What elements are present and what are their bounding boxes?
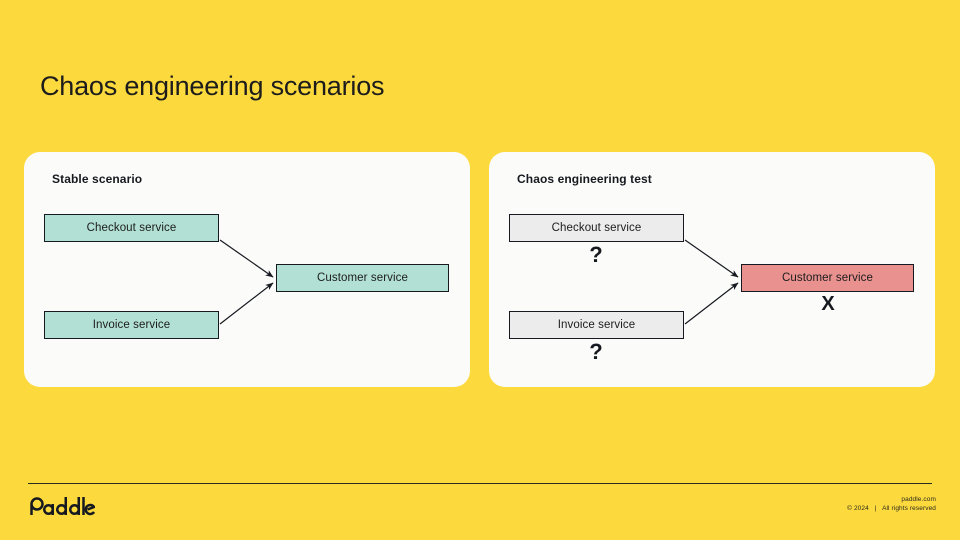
node-customer-service-chaos[interactable]: Customer service: [741, 264, 914, 292]
footer-rights: All rights reserved: [882, 504, 936, 512]
connector-arrows-stable: [219, 239, 274, 325]
paddle-wordmark-icon: [30, 497, 96, 516]
card-stable-scenario: Stable scenario Checkout service Invoice…: [24, 152, 470, 387]
node-checkout-service-stable[interactable]: Checkout service: [44, 214, 219, 242]
node-label: Customer service: [316, 272, 409, 284]
question-mark-checkout-icon: ?: [589, 242, 603, 267]
node-checkout-service-chaos[interactable]: Checkout service: [509, 214, 684, 242]
node-label: Checkout service: [551, 222, 642, 234]
footer-copyright: © 2024: [847, 504, 869, 512]
footer-site-link[interactable]: paddle.com: [901, 496, 936, 503]
node-label: Invoice service: [92, 319, 171, 331]
card-title-chaos-engineering-test: Chaos engineering test: [517, 172, 652, 186]
footer-legal-block: paddle.com © 2024 | All rights reserved: [847, 496, 936, 514]
paddle-logo: [29, 494, 96, 516]
connector-arrows-chaos: [684, 239, 739, 325]
node-invoice-service-chaos[interactable]: Invoice service: [509, 311, 684, 339]
diagram-stable-scenario: Checkout service Invoice service Custome…: [24, 152, 470, 387]
failure-x-mark-icon: X: [821, 293, 835, 315]
question-mark-invoice-icon: ?: [589, 339, 603, 364]
footer-copyright-line: © 2024 | All rights reserved: [847, 505, 936, 514]
node-label: Customer service: [781, 272, 874, 284]
node-customer-service-stable[interactable]: Customer service: [276, 264, 449, 292]
node-invoice-service-stable[interactable]: Invoice service: [44, 311, 219, 339]
card-title-stable-scenario: Stable scenario: [52, 172, 143, 186]
footer-separator: |: [874, 504, 877, 512]
node-label: Checkout service: [86, 222, 177, 234]
card-chaos-engineering-test: Chaos engineering test Checkout service …: [489, 152, 935, 387]
diagram-chaos-engineering-test: Checkout service Invoice service Custome…: [489, 152, 935, 387]
node-label: Invoice service: [557, 319, 636, 331]
footer-divider: [28, 483, 932, 484]
page-title: Chaos engineering scenarios: [40, 71, 385, 101]
